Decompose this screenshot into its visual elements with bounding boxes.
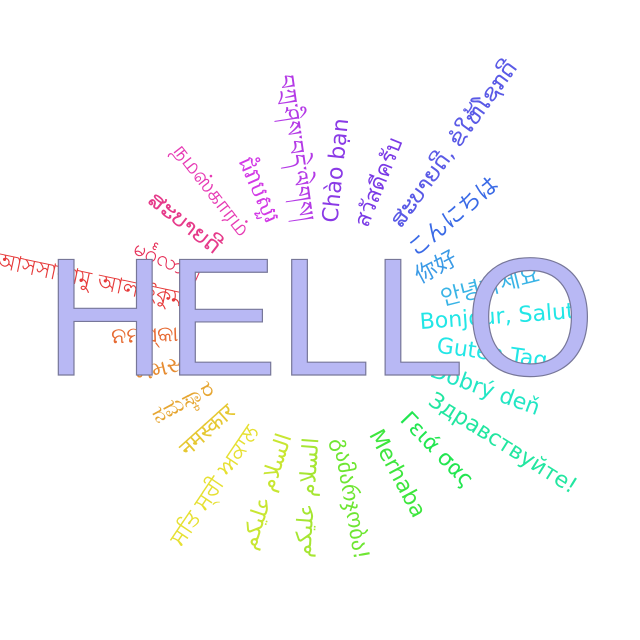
greeting-word: Chào bạn [318,117,354,224]
hello-title: HELLO [45,223,596,411]
greeting-word: السلام عليكم [291,437,324,558]
greeting-word: გამარჯობა! [327,436,373,561]
greeting-word: ନମସ୍କାର [111,321,196,349]
